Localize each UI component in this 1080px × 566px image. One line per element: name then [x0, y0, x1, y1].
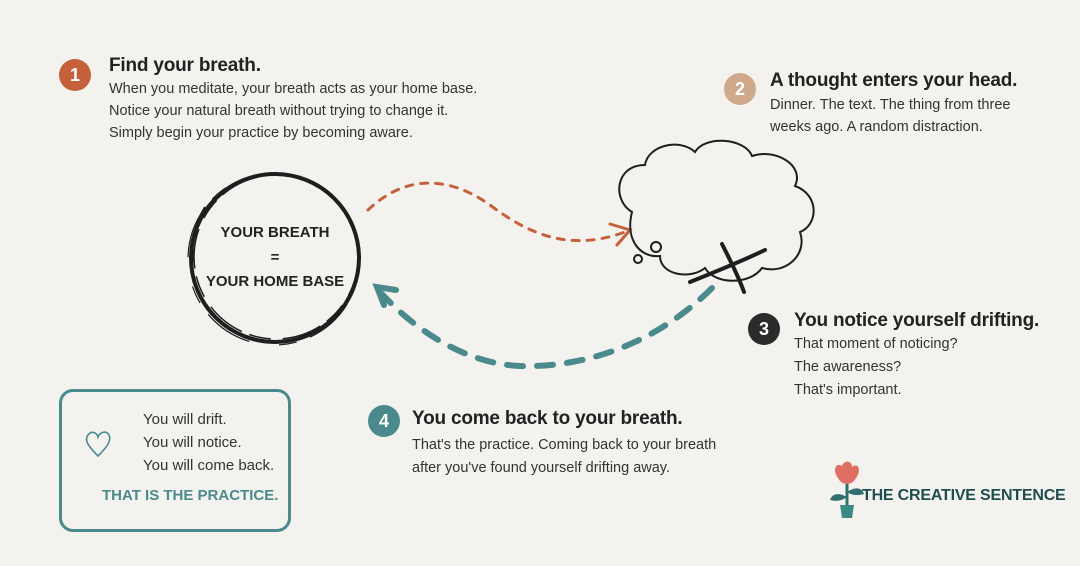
- step-4-line-1: That's the practice. Coming back to your…: [412, 437, 717, 453]
- drift-arrow: [366, 181, 633, 247]
- return-arrow: [372, 283, 715, 370]
- practice-line-1: You will drift.: [143, 411, 227, 428]
- step-2-line-1: Dinner. The text. The thing from three: [770, 97, 1011, 113]
- step-3-badge: 3: [748, 313, 780, 345]
- step-3-line-2: The awareness?: [794, 359, 902, 375]
- breath-circle-line-1: YOUR BREATH: [220, 224, 330, 241]
- flower-logo-icon: [830, 461, 864, 518]
- breath-circle: [187, 172, 361, 346]
- step-3-title: You notice yourself drifting.: [794, 310, 1040, 331]
- step-3-line-3: That's important.: [794, 382, 902, 398]
- brand-name: THE CREATIVE SENTENCE: [862, 487, 1066, 504]
- practice-line-2: You will notice.: [143, 434, 242, 451]
- step-2-title: A thought enters your head.: [770, 70, 1018, 91]
- step-2-line-2: weeks ago. A random distraction.: [770, 119, 983, 135]
- breath-circle-equals: =: [270, 249, 280, 266]
- step-1-badge: 1: [59, 59, 91, 91]
- step-4-badge: 4: [368, 405, 400, 437]
- practice-line-3: You will come back.: [143, 457, 275, 474]
- practice-box: [59, 389, 291, 532]
- step-1-title: Find your breath.: [109, 55, 261, 76]
- step-1-line-1: When you meditate, your breath acts as y…: [109, 81, 478, 97]
- step-2-badge: 2: [724, 73, 756, 105]
- breath-circle-line-3: YOUR HOME BASE: [205, 273, 345, 290]
- step-1-line-2: Notice your natural breath without tryin…: [109, 103, 449, 119]
- step-1-line-3: Simply begin your practice by becoming a…: [109, 125, 413, 141]
- step-4-title: You come back to your breath.: [412, 408, 683, 429]
- heart-icon: [85, 431, 111, 458]
- step-3-line-1: That moment of noticing?: [794, 336, 958, 352]
- step-4-line-2: after you've found yourself drifting awa…: [412, 460, 670, 476]
- practice-emphasis: THAT IS THE PRACTICE.: [102, 487, 279, 504]
- thought-cloud-icon: [618, 139, 815, 294]
